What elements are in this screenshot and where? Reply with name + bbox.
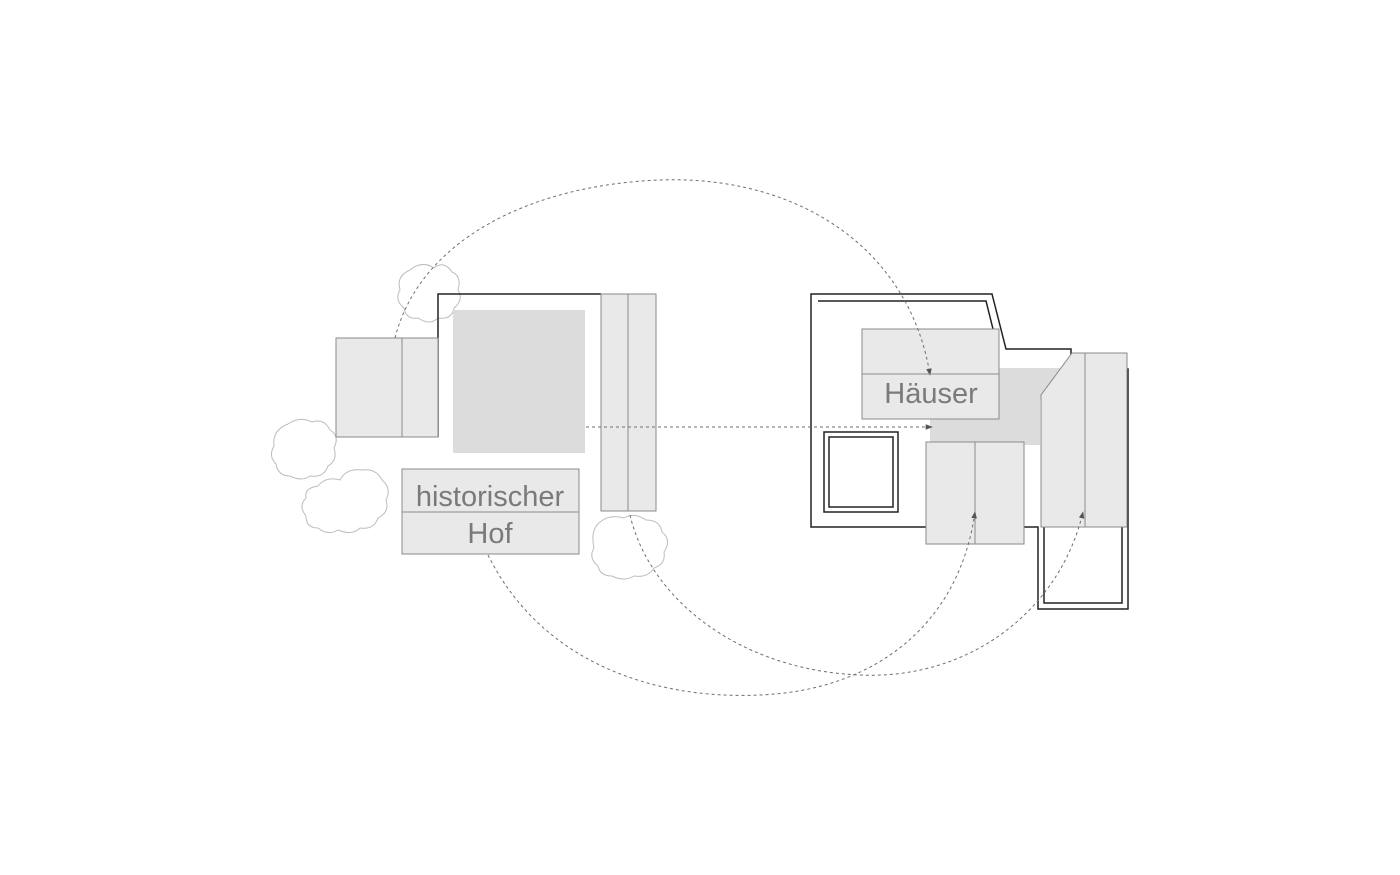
relation-lines (394, 179, 1085, 696)
tree-icon (301, 469, 389, 534)
historic-courtyard-complex (335, 293, 657, 512)
label-historic-line2: Hof (467, 518, 513, 550)
label-historic-courtyard: historischer Hof (401, 468, 580, 555)
label-houses: Häuser (862, 373, 999, 410)
tree-icon (397, 264, 461, 323)
house-east (1040, 352, 1128, 528)
pool (823, 431, 899, 513)
label-historic-line1: historischer (416, 481, 565, 513)
courtyard-area (453, 310, 585, 453)
building-west (335, 337, 439, 438)
tree-icon (591, 514, 668, 580)
label-houses-text: Häuser (884, 378, 978, 410)
tree-icon (270, 418, 337, 480)
houses-complex (810, 293, 1129, 610)
pool-inner (828, 436, 894, 508)
